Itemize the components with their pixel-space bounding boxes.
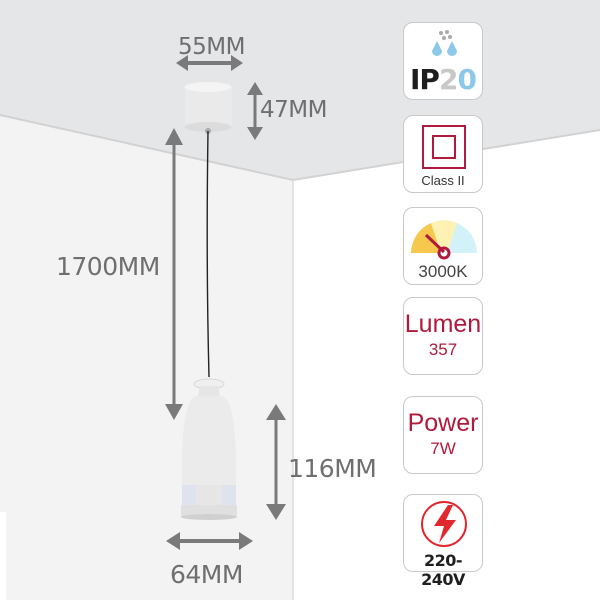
shade-height-label: 116MM xyxy=(288,454,377,483)
lightning-bolt-icon xyxy=(421,501,467,547)
class-ii-card: Class II xyxy=(403,115,483,193)
lumen-title: Lumen xyxy=(404,310,482,338)
class-ii-label: Class II xyxy=(421,173,465,188)
class-ii-icon xyxy=(422,125,466,169)
canopy-height-label: 47MM xyxy=(260,97,327,123)
ip-rating-card: IP20 xyxy=(403,22,483,100)
ip-value-second: 0 xyxy=(457,63,477,96)
ip-rating-icon xyxy=(432,30,457,56)
lumen-card: Lumen 357 xyxy=(403,297,483,375)
power-title: Power xyxy=(407,409,479,437)
power-card: Power 7W xyxy=(403,396,483,474)
voltage-card: 220-240V xyxy=(403,494,483,589)
lumen-value: 357 xyxy=(428,340,458,359)
ip-prefix: IP xyxy=(410,63,440,96)
power-value: 7W xyxy=(430,439,456,458)
pendant-shade xyxy=(181,378,237,520)
color-temperature-gauge-icon xyxy=(411,220,477,260)
cable-length-label: 1700MM xyxy=(56,252,160,281)
ceiling-canopy xyxy=(184,82,232,134)
canopy-width-label: 55MM xyxy=(178,34,245,60)
voltage-label: 220-240V xyxy=(421,551,465,589)
color-temperature-label: 3000K xyxy=(418,262,468,281)
ip-value-first: 2 xyxy=(438,63,459,96)
shade-width-label: 64MM xyxy=(170,560,243,589)
color-temperature-card: 3000K xyxy=(403,207,483,285)
